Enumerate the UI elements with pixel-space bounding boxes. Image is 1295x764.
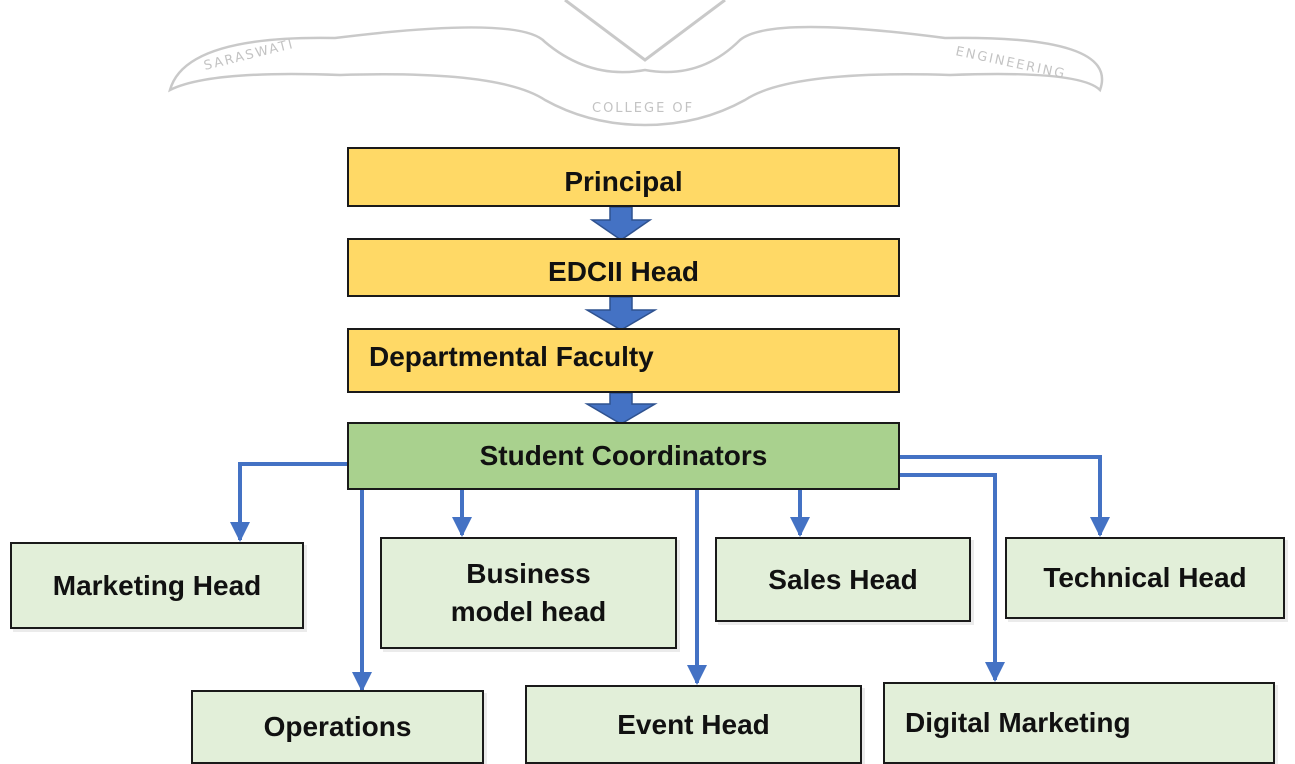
- sales-head-label: Sales Head: [768, 563, 918, 595]
- watermark-ribbon: [168, 25, 1104, 127]
- watermark-right-text: ENGINEERING: [954, 44, 1067, 82]
- marketing-head-box: Marketing Head: [10, 542, 304, 629]
- departmental-faculty-label: Departmental Faculty: [369, 340, 654, 372]
- technical-head-label: Technical Head: [1043, 562, 1247, 594]
- block-arrow-faculty-to-coordinators: [584, 392, 658, 425]
- departmental-faculty-box: Departmental Faculty: [347, 328, 900, 393]
- sales-head-box: Sales Head: [715, 537, 971, 622]
- edcii-head-label: EDCII Head: [548, 256, 699, 288]
- connector-to-digital-marketing: [900, 473, 1005, 682]
- edcii-head-box: EDCII Head: [347, 238, 900, 297]
- business-model-head-label: Business model head: [450, 558, 607, 627]
- watermark-emblem: SARASWATI COLLEGE OF ENGINEERING: [168, 0, 1104, 127]
- principal-box: Principal: [347, 147, 900, 207]
- connector-to-marketing-head: [230, 462, 347, 542]
- marketing-head-label: Marketing Head: [52, 569, 262, 601]
- operations-label: Operations: [263, 711, 412, 743]
- student-coordinators-box: Student Coordinators: [347, 422, 900, 490]
- connector-to-technical-head: [900, 455, 1110, 537]
- block-arrow-edcii-to-faculty: [584, 296, 658, 331]
- operations-box: Operations: [191, 690, 484, 764]
- event-head-label: Event Head: [617, 708, 770, 740]
- principal-label: Principal: [564, 166, 683, 198]
- student-coordinators-label: Student Coordinators: [479, 440, 768, 472]
- business-model-head-box: Business model head: [380, 537, 677, 649]
- digital-marketing-label: Digital Marketing: [905, 707, 1131, 739]
- watermark-center-text: COLLEGE OF: [592, 101, 694, 116]
- event-head-box: Event Head: [525, 685, 862, 764]
- digital-marketing-box: Digital Marketing: [883, 682, 1275, 764]
- technical-head-box: Technical Head: [1005, 537, 1285, 619]
- watermark-chevron: [564, 0, 726, 62]
- block-arrow-principal-to-edcii: [589, 206, 653, 241]
